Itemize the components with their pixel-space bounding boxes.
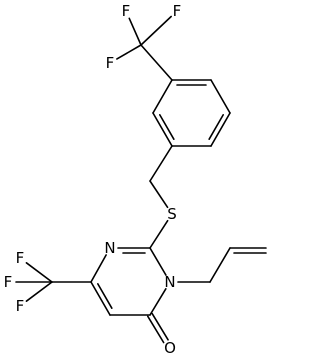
bond-C4-N3	[149, 288, 167, 316]
bond-ar5-ch2_benzyl	[149, 145, 173, 182]
atom-label-cf3top-f1: F	[122, 2, 131, 20]
atom-label-o: O	[164, 339, 176, 357]
atom-label-cf3bot-f1: F	[16, 249, 25, 267]
atom-label-n3: N	[164, 273, 175, 291]
atom-label-cf3top-f3: F	[106, 54, 115, 72]
atom-label-cf3bot-f2: F	[4, 273, 13, 291]
bond-cf3top_C-ar1	[140, 44, 173, 81]
bond-ar3-ar4	[210, 112, 231, 147]
bond-C6-C5	[90, 281, 111, 316]
bond-layer	[15, 15, 267, 344]
bond-cf3bot_C-cf3bot_F1	[25, 261, 53, 283]
bond-ar5-ar6	[152, 112, 173, 147]
atom-label-cf3top-f2: F	[173, 2, 182, 20]
bond-cf3top_C-cf3top_F3	[116, 44, 142, 60]
bond-ar5-ar6-inner	[159, 114, 175, 140]
bond-ar6-ar1	[152, 79, 173, 114]
atom-label-n1: N	[104, 239, 115, 257]
bond-allyl_CH2-allyl_CH	[209, 247, 231, 283]
bond-cf3bot_C-cf3bot_F3	[25, 281, 53, 303]
bond-N3-C2	[149, 247, 167, 276]
bond-cf3top_C-cf3top_F2	[140, 15, 172, 46]
bond-C4-O-a	[146, 315, 165, 344]
atom-label-s: S	[167, 205, 177, 223]
atom-label-cf3bot-f3: F	[16, 297, 25, 315]
bond-cf3top_C-cf3top_F1	[128, 17, 142, 46]
bond-N1-C6	[90, 254, 107, 283]
bond-S-C2	[149, 219, 169, 249]
bond-ch2_benzyl-S	[149, 180, 169, 209]
bond-C4-O-b	[151, 312, 169, 341]
bond-C6-C5-inner	[97, 283, 113, 309]
bond-ar2-ar3	[210, 79, 231, 114]
bond-ar3-ar4-inner	[208, 114, 224, 140]
